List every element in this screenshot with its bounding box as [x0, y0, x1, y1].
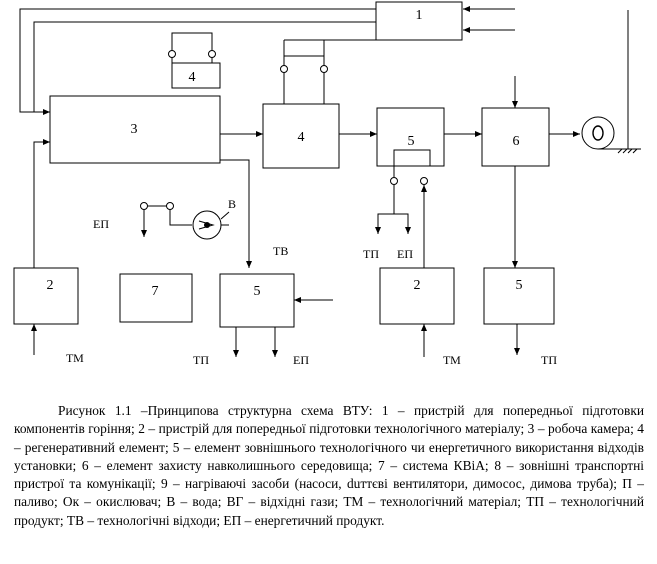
valve-icon [320, 65, 328, 73]
block-6: 6 [481, 107, 550, 167]
valve-icon [420, 177, 428, 185]
block-3-label: 3 [131, 122, 138, 137]
valve-icon [390, 177, 398, 185]
figure-caption: Рисунок 1.1 –Принципова структурна схема… [14, 403, 644, 528]
block-4-top: 4 [171, 62, 221, 89]
block-4: 4 [262, 103, 340, 169]
label-ep-bottom: ЕП [293, 353, 309, 367]
valve-icon [140, 202, 148, 210]
block-5-right: 5 [483, 267, 555, 325]
flow-3-to-5-bottom [220, 159, 252, 268]
structural-diagram: 1 4 3 4 5 [13, 1, 641, 367]
block-7-label: 7 [152, 284, 159, 299]
valve-icon [208, 50, 216, 58]
block-1: 1 [375, 1, 463, 41]
flow-5-ep [394, 213, 411, 234]
pump-icon [192, 210, 222, 240]
label-tp-mid: ТП [363, 247, 379, 261]
flow-5-tp [375, 185, 395, 234]
pipe-4-top-left [171, 32, 213, 63]
block-2-left-label: 2 [47, 278, 54, 293]
block-2-left: 2 [13, 267, 79, 325]
block-7: 7 [119, 273, 193, 323]
flow-1-to-3-inner [33, 21, 376, 112]
block-2-right: 2 [379, 267, 455, 325]
label-tv: ТВ [273, 244, 288, 258]
pump-arrow-line [220, 211, 230, 220]
block-5-right-label: 5 [516, 278, 523, 293]
label-tm-right: ТМ [443, 353, 461, 367]
label-v: В [228, 197, 236, 211]
label-tp-right: ТП [541, 353, 557, 367]
block-5-middle: 5 [376, 107, 445, 167]
pipe-4-loop [283, 55, 325, 104]
label-tp-bottom: ТП [193, 353, 209, 367]
pipe-5-inner [393, 149, 431, 166]
block-1-label: 1 [416, 8, 423, 23]
block-4-top-label: 4 [189, 70, 196, 85]
block-2-right-label: 2 [414, 278, 421, 293]
valve-icon [168, 50, 176, 58]
block-3: 3 [49, 95, 221, 164]
label-ep-left: ЕП [93, 217, 109, 231]
label-tm-left: ТМ [66, 351, 84, 365]
block-4-label: 4 [298, 130, 305, 145]
block-5-bottom-label: 5 [254, 284, 261, 299]
block-6-label: 6 [513, 134, 520, 149]
valve-icon [280, 65, 288, 73]
valve-icon [166, 202, 174, 210]
fan-icon [581, 10, 641, 154]
block-5-bottom: 5 [219, 273, 295, 328]
flow-2-to-3 [33, 139, 50, 268]
block-5-middle-label: 5 [408, 134, 415, 149]
label-ep-mid: ЕП [397, 247, 413, 261]
